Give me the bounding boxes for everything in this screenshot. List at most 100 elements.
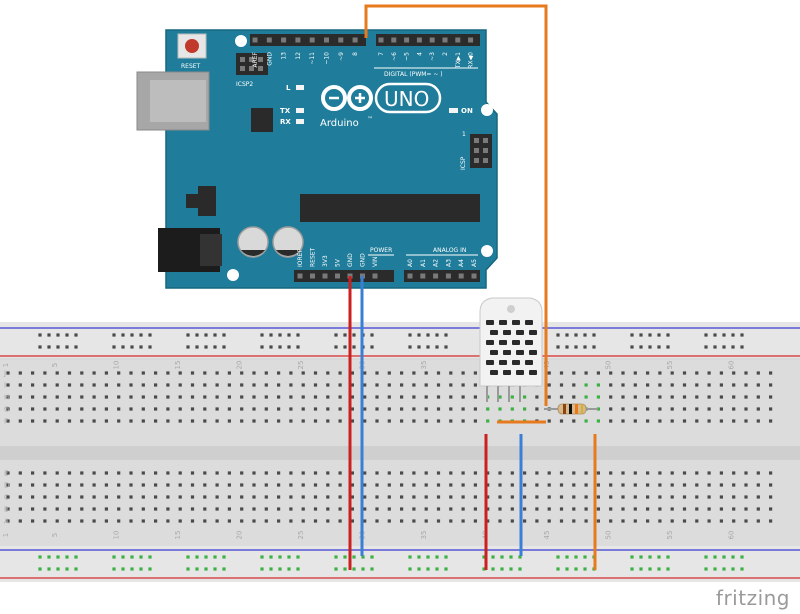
breadboard-hole[interactable] bbox=[129, 371, 133, 375]
breadboard-hole[interactable] bbox=[215, 407, 219, 411]
power-pin[interactable] bbox=[335, 273, 340, 279]
rail-hole[interactable] bbox=[556, 567, 560, 571]
rail-hole[interactable] bbox=[370, 555, 374, 559]
rail-hole[interactable] bbox=[417, 345, 421, 349]
breadboard-hole[interactable] bbox=[535, 395, 539, 399]
breadboard-hole[interactable] bbox=[190, 495, 195, 499]
rail-hole[interactable] bbox=[56, 333, 60, 337]
breadboard-hole[interactable] bbox=[326, 371, 330, 375]
rail-hole[interactable] bbox=[139, 333, 143, 337]
breadboard-hole[interactable] bbox=[436, 495, 441, 499]
breadboard-hole[interactable] bbox=[584, 471, 588, 475]
breadboard-hole[interactable] bbox=[129, 407, 133, 411]
breadboard-hole[interactable] bbox=[31, 371, 35, 375]
rail-hole[interactable] bbox=[722, 345, 726, 349]
breadboard-hole[interactable] bbox=[67, 483, 72, 487]
rail-hole[interactable] bbox=[444, 555, 448, 559]
breadboard-hole[interactable] bbox=[449, 407, 453, 411]
breadboard-hole[interactable] bbox=[18, 371, 22, 375]
breadboard-hole[interactable] bbox=[621, 371, 625, 375]
breadboard-hole[interactable] bbox=[301, 471, 305, 475]
rail-hole[interactable] bbox=[500, 555, 504, 559]
rail-hole[interactable] bbox=[444, 345, 448, 349]
rail-hole[interactable] bbox=[583, 567, 587, 571]
breadboard-hole[interactable] bbox=[596, 507, 600, 511]
breadboard-hole[interactable] bbox=[695, 519, 699, 523]
breadboard-hole[interactable] bbox=[572, 483, 576, 487]
breadboard-hole[interactable] bbox=[264, 483, 268, 487]
breadboard-hole[interactable] bbox=[707, 507, 711, 511]
breadboard-hole[interactable] bbox=[18, 495, 22, 499]
breadboard-hole[interactable] bbox=[313, 507, 318, 511]
rail-hole[interactable] bbox=[148, 333, 152, 337]
breadboard-hole[interactable] bbox=[18, 507, 22, 511]
rail-hole[interactable] bbox=[657, 333, 661, 337]
breadboard-hole[interactable] bbox=[301, 371, 305, 375]
breadboard-hole[interactable] bbox=[240, 495, 244, 499]
breadboard-hole[interactable] bbox=[117, 395, 121, 399]
breadboard-hole[interactable] bbox=[240, 483, 244, 487]
breadboard-hole[interactable] bbox=[769, 495, 773, 499]
breadboard-hole[interactable] bbox=[412, 471, 416, 475]
breadboard-hole[interactable] bbox=[769, 395, 773, 399]
breadboard-hole[interactable] bbox=[178, 507, 182, 511]
breadboard-hole[interactable] bbox=[461, 395, 465, 399]
breadboard-hole[interactable] bbox=[92, 395, 96, 399]
rail-hole[interactable] bbox=[352, 333, 356, 337]
breadboard-hole[interactable] bbox=[104, 519, 108, 523]
breadboard-hole[interactable] bbox=[424, 507, 428, 511]
breadboard-hole[interactable] bbox=[473, 483, 477, 487]
breadboard-hole[interactable] bbox=[719, 519, 723, 523]
rail-hole[interactable] bbox=[556, 555, 560, 559]
breadboard-hole[interactable] bbox=[289, 471, 293, 475]
breadboard-hole[interactable] bbox=[190, 371, 195, 375]
breadboard-hole[interactable] bbox=[473, 419, 477, 423]
rail-hole[interactable] bbox=[556, 333, 560, 337]
breadboard-hole[interactable] bbox=[707, 483, 711, 487]
breadboard-hole[interactable] bbox=[436, 471, 441, 475]
breadboard-hole[interactable] bbox=[400, 407, 404, 411]
breadboard-hole[interactable] bbox=[695, 483, 699, 487]
breadboard-hole[interactable] bbox=[769, 371, 773, 375]
breadboard-hole[interactable] bbox=[510, 407, 514, 411]
breadboard-hole[interactable] bbox=[633, 371, 637, 375]
breadboard-hole[interactable] bbox=[498, 395, 502, 399]
breadboard-hole[interactable] bbox=[756, 519, 760, 523]
breadboard-hole[interactable] bbox=[473, 471, 477, 475]
breadboard-hole[interactable] bbox=[80, 407, 84, 411]
breadboard-hole[interactable] bbox=[326, 519, 330, 523]
rail-hole[interactable] bbox=[222, 567, 226, 571]
breadboard-hole[interactable] bbox=[756, 483, 760, 487]
breadboard-hole[interactable] bbox=[43, 395, 47, 399]
breadboard-hole[interactable] bbox=[670, 519, 674, 523]
breadboard-hole[interactable] bbox=[18, 419, 22, 423]
breadboard-hole[interactable] bbox=[166, 395, 170, 399]
breadboard-hole[interactable] bbox=[646, 395, 650, 399]
breadboard-hole[interactable] bbox=[486, 507, 490, 511]
breadboard-hole[interactable] bbox=[719, 395, 723, 399]
breadboard-hole[interactable] bbox=[719, 407, 723, 411]
breadboard-hole[interactable] bbox=[289, 371, 293, 375]
rail-hole[interactable] bbox=[565, 333, 569, 337]
breadboard-hole[interactable] bbox=[719, 507, 723, 511]
rail-hole[interactable] bbox=[204, 567, 208, 571]
analog-pin[interactable] bbox=[420, 273, 426, 279]
breadboard-hole[interactable] bbox=[31, 395, 35, 399]
breadboard-hole[interactable] bbox=[412, 495, 416, 499]
breadboard-hole[interactable] bbox=[289, 483, 293, 487]
breadboard-hole[interactable] bbox=[461, 407, 465, 411]
breadboard-hole[interactable] bbox=[277, 383, 281, 387]
breadboard-hole[interactable] bbox=[461, 471, 465, 475]
breadboard-hole[interactable] bbox=[31, 483, 35, 487]
breadboard-hole[interactable] bbox=[18, 519, 22, 523]
breadboard-hole[interactable] bbox=[682, 419, 687, 423]
rail-hole[interactable] bbox=[648, 555, 652, 559]
breadboard-hole[interactable] bbox=[559, 495, 564, 499]
breadboard-hole[interactable] bbox=[326, 495, 330, 499]
breadboard-hole[interactable] bbox=[658, 471, 662, 475]
breadboard-hole[interactable] bbox=[18, 395, 22, 399]
breadboard-hole[interactable] bbox=[117, 483, 121, 487]
rail-hole[interactable] bbox=[334, 567, 338, 571]
breadboard-hole[interactable] bbox=[166, 471, 170, 475]
breadboard-hole[interactable] bbox=[166, 495, 170, 499]
